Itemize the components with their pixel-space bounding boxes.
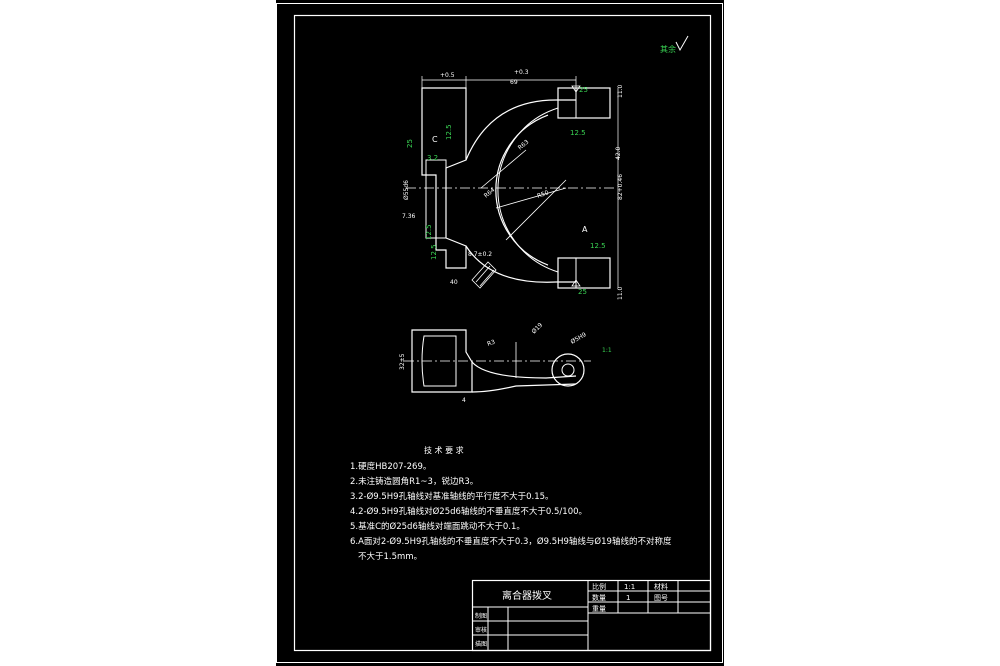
tech-req-item-1: 1.硬度HB207-269。 <box>350 461 431 472</box>
side-inner <box>421 335 457 387</box>
label-a: A <box>582 225 588 234</box>
fork-inner-arc <box>495 114 549 266</box>
top-pad <box>557 87 611 119</box>
dim-side-h: 32±5 <box>399 353 406 370</box>
rough-25-top: 25 <box>579 86 588 94</box>
inner-border <box>293 14 712 652</box>
dim-r3: R64 <box>483 186 497 199</box>
tech-req-item-6: 6.A面对2-Ø9.5H9孔轴线的不垂直度不大于0.3，Ø9.5H9轴线与Ø19… <box>350 536 672 547</box>
drawing-sheet: 其余 R63 R50 R64 +0.5 +0.3 69 <box>276 0 724 666</box>
dim-side-len: 4 <box>462 397 466 404</box>
tech-req-item-5: 5.基准C的Ø25d6轴线对端面跳动不大于0.1。 <box>350 521 525 532</box>
dim-h2: 42.0 <box>615 146 622 160</box>
title-qty-label: 数量 <box>592 593 606 602</box>
side-hole-inner <box>561 363 575 377</box>
left-boss-outline <box>421 87 467 269</box>
dim-r2: R50 <box>536 189 550 200</box>
roughness-check-icon <box>675 35 689 52</box>
title-block: 离合器拨叉 比例 1:1 材料 数量 1 图号 重量 制图 审核 描图 <box>471 579 712 652</box>
fork-outer-arc <box>465 99 576 161</box>
title-scale-value: 1:1 <box>624 583 635 591</box>
rough-125-c: 12.5 <box>425 224 433 240</box>
tech-req-title: 技 术 要 求 <box>424 445 464 455</box>
r-leader-3 <box>505 179 567 241</box>
tech-req-item-4: 4.2-Ø9.5H9孔轴线对Ø25d6轴线的不垂直度不大于0.5/100。 <box>350 506 587 517</box>
rough-125-d: 12.5 <box>430 244 438 260</box>
hatch-detail <box>471 261 497 289</box>
dim-side-ang: 1:1 <box>602 347 612 354</box>
dim-side-d2: Ø5H9 <box>570 331 588 346</box>
title-drawing-no-label: 图号 <box>654 594 668 602</box>
dim-left1: Ø55d6 <box>403 180 410 200</box>
dim-side-d1: Ø19 <box>530 322 544 336</box>
r-leader-1 <box>480 149 527 189</box>
title-scale-label: 比例 <box>592 582 606 591</box>
rough-25-bottom: 25 <box>578 288 587 296</box>
fork-outer-lower <box>465 245 576 283</box>
fork-inner-arc-2 <box>497 107 559 273</box>
technical-requirements: 技 术 要 求 1.硬度HB207-269。 2.未注铸造圆角R1~3，锐边R3… <box>350 445 672 562</box>
rough-125-a: 12.5 <box>570 129 586 137</box>
bottom-pad <box>557 257 611 289</box>
title-weight-label: 重量 <box>592 605 606 613</box>
dim-left2: 7.36 <box>402 213 416 220</box>
front-view: R63 R50 R64 +0.5 +0.3 69 11.0 42.0 82+0.… <box>402 69 624 300</box>
rough-125-b: 12.5 <box>445 124 453 140</box>
rough-triangle-2 <box>571 279 581 287</box>
dim-top-mid: +0.3 <box>514 69 529 76</box>
dim-h1: 11.0 <box>617 84 624 98</box>
dim-h4: 11.0 <box>617 286 624 300</box>
title-designer-label: 制图 <box>475 612 487 620</box>
title-approver-label: 描图 <box>475 640 487 648</box>
roughness-note-text: 其余 <box>660 44 676 54</box>
side-hole-outer <box>551 353 585 387</box>
title-checker-label: 审核 <box>475 626 487 634</box>
tech-req-item-3: 3.2-Ø9.5H9孔轴线对基准轴线的平行度不大于0.15。 <box>350 491 554 502</box>
surface-roughness-note: 其余 <box>660 35 689 54</box>
dim-h3: 82+0.46 <box>617 174 624 200</box>
rough-32: 3.2 <box>427 154 438 162</box>
dim-top-len: 69 <box>510 79 518 86</box>
title-part-name: 离合器拨叉 <box>502 589 552 602</box>
tech-req-item-2: 2.未注铸造圆角R1~3，锐边R3。 <box>350 476 478 487</box>
side-view: 32±5 R3 Ø19 Ø5H9 4 1:1 <box>399 322 612 404</box>
dim-side-r: R3 <box>486 339 496 348</box>
tech-req-item-7: 不大于1.5mm。 <box>358 551 422 562</box>
title-qty-value: 1 <box>626 594 630 602</box>
rough-25-left: 25 <box>406 139 414 148</box>
left-hub <box>425 159 447 239</box>
rough-125-e: 12.5 <box>590 242 606 250</box>
side-arm <box>471 361 577 393</box>
cad-drawing: 其余 R63 R50 R64 +0.5 +0.3 69 <box>276 3 723 663</box>
label-c: C <box>432 135 438 144</box>
rough-triangle-1 <box>571 85 581 93</box>
dim-bottom: 8.7±0.2 <box>468 251 492 258</box>
dim-top-left: +0.5 <box>440 72 455 79</box>
dim-r1: R63 <box>517 138 531 151</box>
dim-chamfer: 40 <box>450 279 458 286</box>
title-material-label: 材料 <box>654 582 668 591</box>
outer-border <box>276 3 723 663</box>
